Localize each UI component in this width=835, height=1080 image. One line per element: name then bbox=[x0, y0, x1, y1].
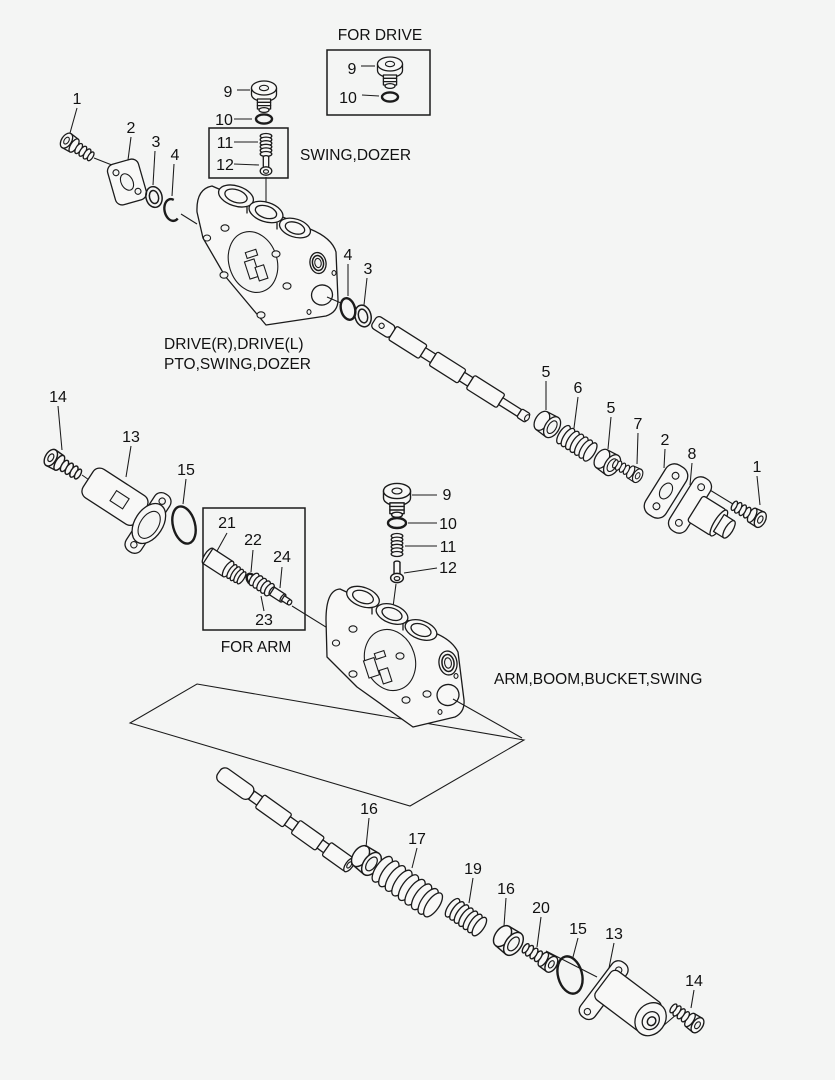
end-bolt-1-top-left bbox=[57, 107, 118, 168]
callout-valve2-poppet: 12 bbox=[439, 560, 457, 577]
spool-spring-6 bbox=[553, 422, 601, 464]
callout-cover-13a: 13 bbox=[122, 429, 140, 446]
callout-valve1right-seal: 3 bbox=[364, 261, 373, 278]
valve1-check-valve-stack bbox=[208, 80, 289, 206]
spool2-chain-leaders bbox=[365, 817, 695, 1009]
spool-spring-17 bbox=[367, 852, 448, 922]
callout-spring-17: 17 bbox=[408, 831, 426, 848]
callout-topleft-ring: 4 bbox=[171, 147, 180, 164]
callout-spring-19: 19 bbox=[464, 861, 482, 878]
callout-plate-2b: 2 bbox=[661, 432, 670, 449]
callout-arm-oring: 22 bbox=[244, 532, 262, 549]
valve2-usage-label: ARM,BOOM,BUCKET,SWING bbox=[494, 671, 702, 688]
end-plate-2b bbox=[643, 463, 689, 519]
arm-poppet-24 bbox=[268, 586, 293, 606]
oring-15b bbox=[556, 955, 584, 995]
valve-body-2 bbox=[325, 585, 523, 739]
callout-seat-16b: 16 bbox=[497, 881, 515, 898]
callout-topleft-seal: 3 bbox=[152, 134, 161, 151]
snap-ring-4-top-left bbox=[163, 163, 179, 223]
callout-bolt-20: 20 bbox=[532, 900, 550, 917]
spool-1 bbox=[371, 315, 531, 423]
relief-cover-13b bbox=[578, 960, 667, 1037]
callout-arm-poppet: 24 bbox=[273, 549, 291, 566]
spool1-chain-leaders bbox=[545, 381, 761, 506]
seal-ring-3-top-left bbox=[145, 150, 198, 225]
arm-plug-21 bbox=[201, 547, 247, 585]
spool-spring-19 bbox=[441, 895, 490, 939]
bolt-20 bbox=[518, 938, 562, 976]
callout-valve1-oring: 10 bbox=[215, 112, 233, 129]
valve1-usage-line2: PTO,SWING,DOZER bbox=[164, 356, 311, 373]
snap-ring-4-valve1-right bbox=[326, 264, 357, 321]
callout-seat-16a: 16 bbox=[360, 801, 378, 818]
callout-valve2-plug: 9 bbox=[443, 487, 452, 504]
callout-valve1right-ring: 4 bbox=[344, 247, 353, 264]
swing-dozer-label: SWING,DOZER bbox=[300, 147, 411, 164]
callout-valve1-poppet: 12 bbox=[216, 157, 234, 174]
callout-valve2-oring: 10 bbox=[439, 516, 457, 533]
callout-capbolt-1: 1 bbox=[753, 459, 762, 476]
cover-plate-2-top-left bbox=[106, 136, 148, 206]
valve1-usage-line1: DRIVE(R),DRIVE(L) bbox=[164, 336, 304, 353]
for-drive-group bbox=[326, 49, 431, 116]
valve-body-1 bbox=[196, 184, 339, 326]
seal-ring-3-valve1-right bbox=[354, 277, 372, 328]
spool-2 bbox=[216, 767, 356, 873]
valve2-check-valve-stack bbox=[382, 482, 438, 608]
callout-bolt-14a: 14 bbox=[49, 389, 67, 406]
callout-oring-15a: 15 bbox=[177, 462, 195, 479]
callout-topleft-plate: 2 bbox=[127, 120, 136, 137]
callout-oring-15b: 15 bbox=[569, 921, 587, 938]
for-arm-group bbox=[201, 507, 372, 656]
callout-valve1-plug: 9 bbox=[224, 84, 233, 101]
callout-bolt-14b: 14 bbox=[685, 973, 703, 990]
spool-cap-8 bbox=[667, 476, 736, 539]
callout-bolt-7: 7 bbox=[634, 416, 643, 433]
spring-seat-16b bbox=[488, 920, 529, 960]
callout-cover-13b: 13 bbox=[605, 926, 623, 943]
callout-arm-spring: 23 bbox=[255, 612, 273, 629]
callout-topleft-bolt: 1 bbox=[73, 91, 82, 108]
section-plane bbox=[128, 683, 526, 807]
callout-valve2-spring: 11 bbox=[440, 539, 457, 556]
callout-fordrive-oring: 10 bbox=[339, 90, 357, 107]
callout-seat-5b: 5 bbox=[607, 400, 616, 417]
for-arm-label: FOR ARM bbox=[221, 639, 292, 656]
oring-15a bbox=[171, 478, 197, 545]
callout-cap-8: 8 bbox=[688, 446, 697, 463]
relief-cover-13a bbox=[81, 445, 172, 554]
callout-arm-plug: 21 bbox=[218, 515, 236, 532]
for-drive-title: FOR DRIVE bbox=[338, 27, 422, 44]
callout-spring-6: 6 bbox=[574, 380, 583, 397]
callout-valve1-spring: 11 bbox=[217, 135, 234, 152]
callout-seat-5a: 5 bbox=[542, 364, 551, 381]
callout-fordrive-plug: 9 bbox=[348, 61, 357, 78]
